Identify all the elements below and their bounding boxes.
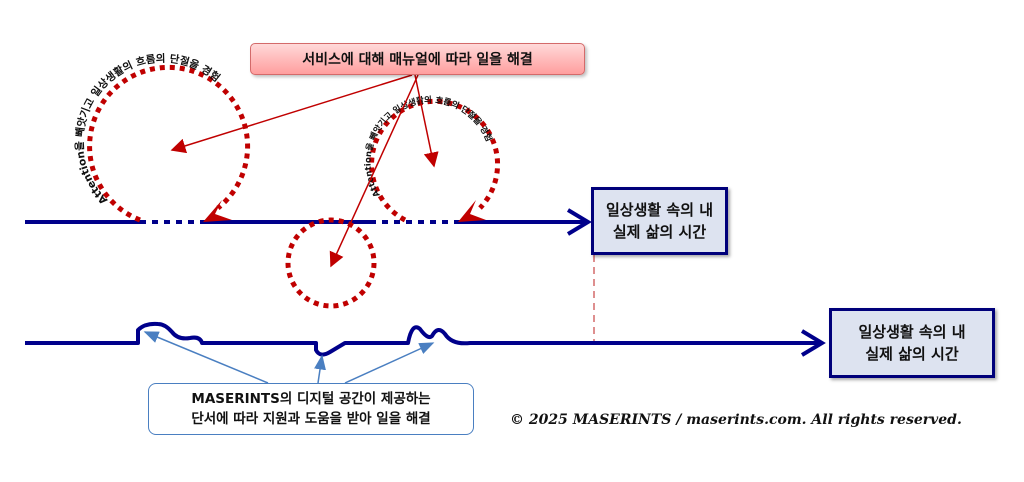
callout-arrows (170, 74, 439, 268)
callout-line-2: 단서에 따라 지원과 도움을 받아 일을 해결 (191, 411, 431, 427)
manual-solution-callout: 서비스에 대해 매뉴얼에 따라 일을 해결 (250, 43, 585, 75)
bottom-timeline (25, 321, 826, 357)
interruption-circle-3 (285, 217, 377, 309)
digital-support-callout: MASERINTS의 디지털 공간이 제공하는 단서에 따라 지원과 도움을 받… (148, 383, 474, 435)
real-life-time-box-2: 일상생활 속의 내 실제 삶의 시간 (829, 308, 995, 378)
box-line-2: 실제 삶의 시간 (612, 223, 707, 241)
interruption-circle-2: Attention을 빼앗기고 일상생활의 흐름의 단절을 경험 (363, 95, 501, 223)
callout-text: 서비스에 대해 매뉴얼에 따라 일을 해결 (302, 52, 533, 68)
copyright-notice: © 2025 MASERINTS / maserints.com. All ri… (510, 412, 962, 428)
box-line-1: 일상생활 속의 내 (858, 323, 966, 341)
box-line-2: 실제 삶의 시간 (865, 345, 959, 363)
svg-text:Attention을 빼앗기고 일상생활의 흐름의 단절을: Attention을 빼앗기고 일상생활의 흐름의 단절을 경험 (363, 95, 494, 199)
box-line-1: 일상생활 속의 내 (605, 201, 714, 219)
callout-line-1: MASERINTS의 디지털 공간이 제공하는 (191, 391, 431, 407)
real-life-time-box-1: 일상생활 속의 내 실제 삶의 시간 (591, 187, 728, 255)
circle-2-label: Attention을 빼앗기고 일상생활의 흐름의 단절을 경험 (363, 95, 494, 199)
interruption-circle-1: Attention을 빼앗기고 일상생활의 흐름의 단절을 경험 (73, 52, 251, 223)
support-arrows (143, 331, 435, 384)
